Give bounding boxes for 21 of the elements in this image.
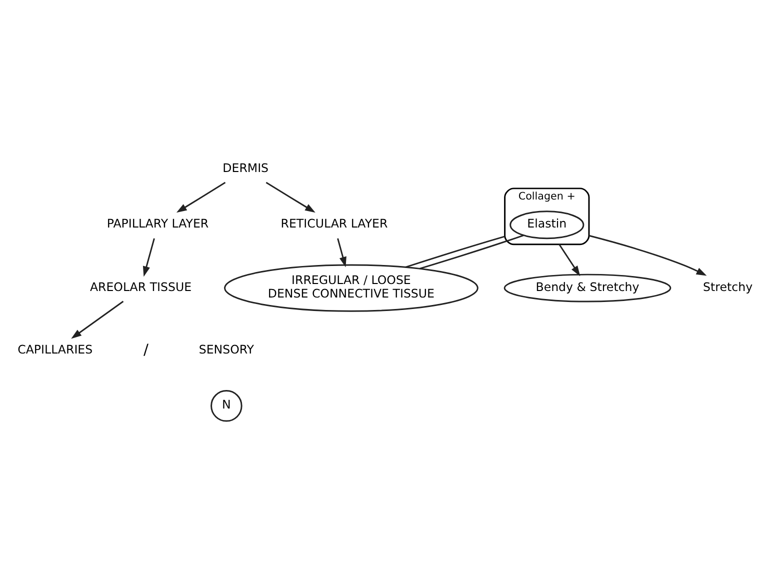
arrow bbox=[266, 181, 316, 212]
arrow bbox=[337, 238, 346, 267]
connector bbox=[405, 235, 506, 268]
node-text: CAPILLARIES bbox=[18, 342, 93, 356]
arrow bbox=[71, 300, 124, 338]
node-text: AREOLAR TISSUE bbox=[90, 279, 192, 294]
connector bbox=[419, 234, 524, 269]
node-ellipse: Elastin bbox=[510, 210, 584, 239]
node-circle: N bbox=[210, 390, 242, 422]
label: / bbox=[143, 341, 148, 358]
node-text: SENSORY bbox=[198, 342, 254, 356]
node-text: DERMIS bbox=[222, 160, 269, 175]
arrow bbox=[588, 234, 707, 276]
node-ellipse: Bendy & Stretchy bbox=[504, 273, 672, 302]
node-text: Stretchy bbox=[703, 279, 753, 294]
node-text: RETICULAR LAYER bbox=[280, 216, 388, 230]
arrow bbox=[142, 238, 155, 276]
node-text: PAPILLARY LAYER bbox=[106, 216, 209, 230]
node-ellipse: IRREGULAR / LOOSE DENSE CONNECTIVE TISSUE bbox=[224, 264, 478, 312]
arrow bbox=[176, 181, 226, 212]
arrow bbox=[558, 243, 580, 276]
